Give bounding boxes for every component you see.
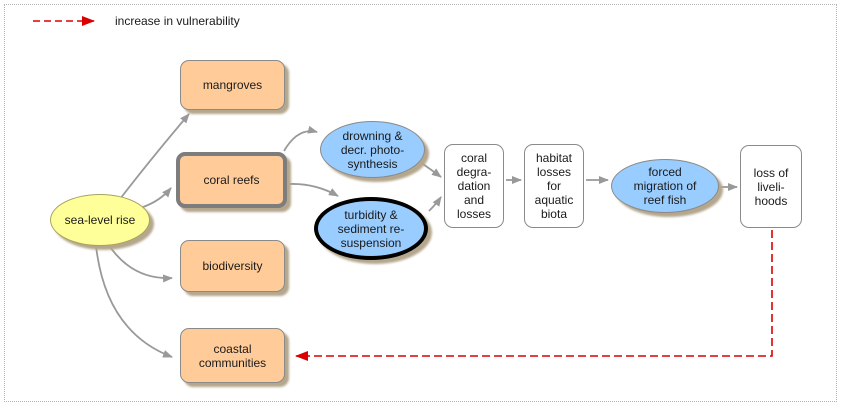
arrow-coralreefs-to-drowning <box>283 125 318 152</box>
node-forced-migration-label: forced migration of reef fish <box>633 165 697 207</box>
arrow-drowning-to-degradation <box>419 161 442 178</box>
node-sea-level-rise: sea-level rise <box>50 194 150 246</box>
node-coral-reefs: coral reefs <box>176 152 287 208</box>
arrow-sealevel-to-coastal <box>95 245 173 358</box>
legend-label: increase in vulnerability <box>115 14 240 28</box>
node-sea-level-rise-label: sea-level rise <box>64 213 136 227</box>
arrow-sealevel-to-mangroves <box>119 113 190 200</box>
node-biodiversity-label: biodiversity <box>202 259 263 273</box>
node-coral-reefs-label: coral reefs <box>203 173 260 187</box>
node-mangroves-label: mangroves <box>202 78 263 92</box>
arrow-sealevel-to-biodiversity <box>107 243 173 283</box>
node-biodiversity: biodiversity <box>180 240 285 292</box>
node-coastal-communities: coastal communities <box>180 328 285 383</box>
node-habitat-losses: habitat losses for aquatic biota <box>524 144 584 228</box>
node-coral-degradation-label: coral degra- dation and losses <box>456 151 492 221</box>
arrow-coralreefs-to-turbidity <box>288 183 339 197</box>
node-drowning-label: drowning & decr. photo- synthesis <box>340 128 405 171</box>
node-coral-degradation: coral degra- dation and losses <box>444 144 504 228</box>
node-coastal-communities-label: coastal communities <box>198 341 267 370</box>
arrow-sealevel-to-coralreefs <box>142 187 172 208</box>
node-mangroves: mangroves <box>180 60 285 110</box>
node-loss-of-livelihoods-label: loss of liveli- hoods <box>753 165 789 208</box>
node-turbidity-label: turbidity & sediment re- suspension <box>337 207 405 250</box>
node-forced-migration: forced migration of reef fish <box>611 159 719 213</box>
node-loss-of-livelihoods: loss of liveli- hoods <box>740 145 802 228</box>
node-habitat-losses-label: habitat losses for aquatic biota <box>534 151 574 221</box>
node-turbidity-resuspension: turbidity & sediment re- suspension <box>314 197 428 260</box>
arrow-turbidity-to-degradation <box>428 196 442 212</box>
feedback-arrow-livelihoods-to-coastal <box>295 230 773 361</box>
node-drowning-photosynthesis: drowning & decr. photo- synthesis <box>320 121 425 178</box>
